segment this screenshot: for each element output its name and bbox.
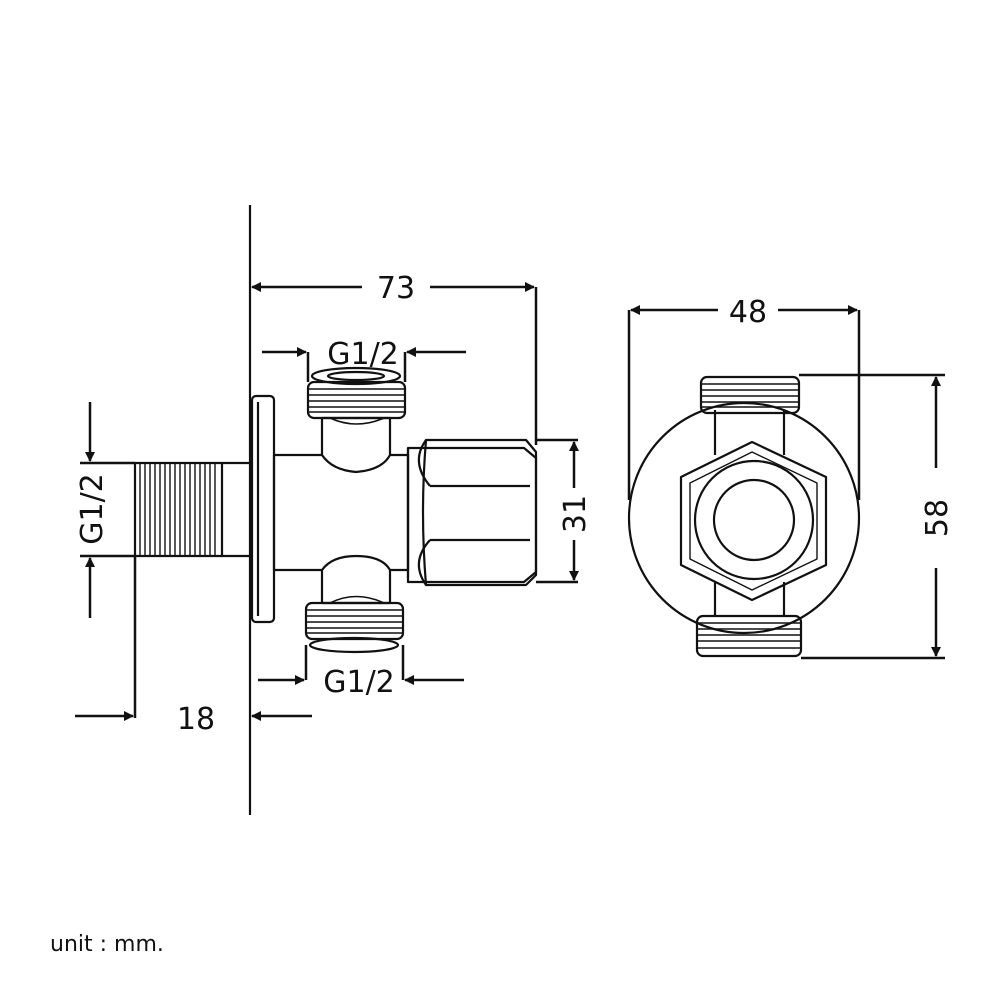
bottom-outlet — [304, 570, 405, 654]
dim-bottom-outlet-thread: G1/2 — [323, 665, 395, 700]
valve-body — [272, 448, 410, 578]
unit-note: unit : mm. — [50, 932, 164, 957]
dimension-lines — [75, 282, 945, 721]
dim-inlet-length: 18 — [177, 702, 215, 737]
hex-nut — [406, 438, 538, 587]
dim-body-height: 31 — [558, 495, 593, 533]
dim-overall-length: 73 — [377, 271, 415, 306]
inlet-thread — [133, 461, 253, 558]
end-view — [627, 375, 861, 658]
dim-top-outlet-thread: G1/2 — [327, 337, 399, 372]
top-outlet — [306, 366, 407, 455]
dim-inlet-thread: G1/2 — [75, 473, 110, 545]
dim-end-view-height: 58 — [920, 499, 955, 537]
wall-flange — [250, 394, 276, 624]
dim-end-view-width: 48 — [729, 295, 767, 330]
